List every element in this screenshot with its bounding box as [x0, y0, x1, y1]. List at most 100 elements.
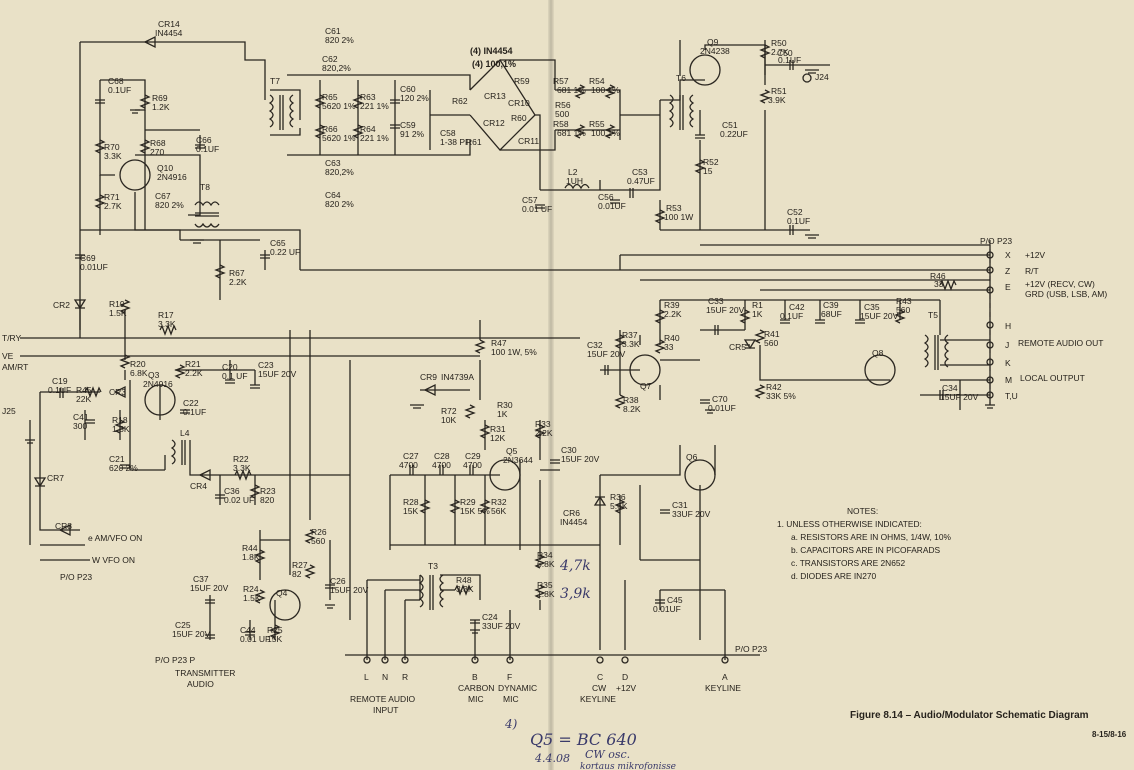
label-c53-val: 0.47UF [627, 176, 655, 186]
label-cr6: CR6 [563, 508, 580, 518]
pin-m: M [1005, 375, 1012, 385]
label-q4: Q4 [276, 588, 288, 598]
label-c58: C58 [440, 128, 456, 138]
label-c22-val: 0.1UF [183, 407, 206, 417]
label-c63-val: 820,2% [325, 167, 354, 177]
label-c70-val: 0.01UF [708, 403, 736, 413]
label-c25-val: 15UF 20V [172, 629, 211, 639]
label-c65-val: 0.22 UF [270, 247, 300, 257]
sig-j25: J25 [2, 406, 16, 416]
label-cr9-val: IN4739A [441, 372, 474, 382]
in-remote1: REMOTE AUDIO [350, 694, 416, 704]
label-c24: C24 [482, 612, 498, 622]
in-b: B [472, 672, 478, 682]
label-c21: C21 [109, 454, 125, 464]
in-dyn2: MIC [503, 694, 519, 704]
label-r47: R47 [491, 338, 507, 348]
label-c63: C63 [325, 158, 341, 168]
label-q7: Q7 [640, 381, 652, 391]
label-r50-val: 2.7K [771, 47, 789, 57]
label-c34: C34 [942, 383, 958, 393]
label-c42: C42 [789, 302, 805, 312]
label-c26: C26 [330, 576, 346, 586]
label-r72-val: 10K [441, 415, 456, 425]
pin-k: K [1005, 358, 1011, 368]
pin-grd-text: GRD (USB, LSB, AM) [1025, 289, 1107, 299]
label-r70: R70 [104, 142, 120, 152]
label-r31-val: 12K [490, 433, 505, 443]
pin-e-text: +12V (RECV, CW) [1025, 279, 1095, 289]
notes-intro: 1. UNLESS OTHERWISE INDICATED: [777, 519, 922, 529]
label-c67: C67 [155, 191, 171, 201]
in-12v: +12V [616, 683, 636, 693]
pin-e: E [1005, 282, 1011, 292]
label-c20-val: 0.1 UF [222, 371, 248, 381]
label-l2-val: 1UH [566, 176, 583, 186]
transistor-q10 [119, 159, 151, 191]
label-r53: R53 [666, 203, 682, 213]
label-q9-val: 2N4238 [700, 46, 730, 56]
label-r69-val: 1.2K [152, 102, 170, 112]
inductor-l4 [170, 439, 186, 465]
label-r27: R27 [292, 560, 308, 570]
label-r44: R44 [242, 543, 258, 553]
label-r22: R22 [233, 454, 249, 464]
left-signal-labels: T/RY VE AM/RT J25 e AM/VFO ON W VFO ON P… [2, 333, 235, 689]
label-r41-val: 560 [764, 338, 778, 348]
label-r55-val: 100 1% [591, 128, 620, 138]
label-c39: C39 [823, 300, 839, 310]
label-r1: R1 [752, 300, 763, 310]
label-t8: T8 [200, 182, 210, 192]
label-r21: R21 [185, 359, 201, 369]
label-c45: C45 [667, 595, 683, 605]
label-r58: R58 [553, 119, 569, 129]
label-c45-val: 0.01UF [653, 604, 681, 614]
label-r37-val: 3.3K [622, 339, 640, 349]
label-l2: L2 [568, 167, 578, 177]
label-r63: R63 [360, 92, 376, 102]
label-c32-val: 15UF 20V [587, 349, 626, 359]
transformer-t6 [668, 94, 695, 130]
label-r32: R32 [491, 497, 507, 507]
label-c42-val: 0.1UF [780, 311, 803, 321]
hand-cwosc: CW osc. [585, 748, 630, 761]
sig-p: P/O P23 P [155, 655, 195, 665]
in-f: F [507, 672, 512, 682]
in-keyline: KEYLINE [705, 683, 741, 693]
label-c41-val: 300 [73, 421, 87, 431]
label-r35-val: 1.8K [537, 589, 555, 599]
label-r56-val: 500 [555, 109, 569, 119]
hand-r34: 4,7k [559, 558, 591, 574]
label-c70: C70 [712, 394, 728, 404]
label-c27-val: 4700 [399, 460, 418, 470]
label-c34-val: 15UF 20V [940, 392, 979, 402]
label-r25-val: 15K [267, 634, 282, 644]
label-q5: Q5 [506, 446, 518, 456]
in-carbon1: CARBON [458, 683, 494, 693]
label-r38-val: 8.2K [623, 404, 641, 414]
label-r51: R51 [771, 86, 787, 96]
label-r18: R18 [112, 415, 128, 425]
label-c57-val: 0.01 UF [522, 204, 552, 214]
label-c57: C57 [522, 195, 538, 205]
label-r58-val: 681 1% [557, 128, 586, 138]
sig-po: P/O P23 [60, 572, 92, 582]
label-q10-val: 2N4916 [157, 172, 187, 182]
label-r67: R67 [229, 268, 245, 278]
label-c22: C22 [183, 398, 199, 408]
label-r45: R45 [76, 385, 92, 395]
in-cw2: KEYLINE [580, 694, 616, 704]
label-r29: R29 [460, 497, 476, 507]
label-r21-val: 2.2K [185, 368, 203, 378]
label-r56: R56 [555, 100, 571, 110]
component-symbols [25, 35, 995, 664]
transistor-q9 [689, 54, 721, 86]
label-c30-val: 15UF 20V [561, 454, 600, 464]
label-r26: R26 [311, 527, 327, 537]
label-q10: Q10 [157, 163, 173, 173]
label-cr4: CR4 [190, 481, 207, 491]
label-r28-val: 15K [403, 506, 418, 516]
label-r27-val: 82 [292, 569, 302, 579]
label-cr5: CR5 [729, 342, 746, 352]
